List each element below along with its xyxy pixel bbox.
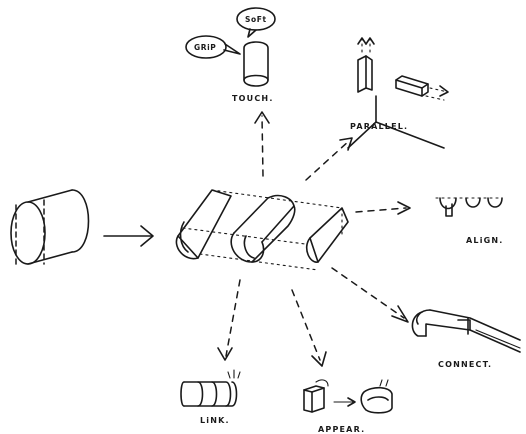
align-illustration [435, 197, 503, 217]
appear-illustration [303, 379, 393, 414]
appear-label: APPEAR. [318, 425, 365, 434]
link-label: LiNK. [200, 416, 230, 425]
connect-illustration [411, 309, 521, 353]
arrow-to-touch [254, 111, 270, 177]
arrow-to-parallel [305, 137, 353, 181]
touch-illustration [185, 7, 276, 87]
arrow-to-appear [291, 289, 327, 367]
transform-arrow [103, 225, 154, 247]
parallel-illustration [347, 37, 449, 149]
central-sliced-blocks [175, 189, 349, 271]
parallel-label: PARALLEL. [350, 122, 408, 131]
arrow-to-connect [331, 267, 409, 323]
arrow-to-link [217, 279, 241, 361]
arrow-to-align [355, 201, 411, 215]
grip-bubble-text: GRiP [194, 43, 216, 52]
connect-label: CONNECT. [438, 360, 492, 369]
align-label: ALiGN. [466, 236, 504, 245]
soft-bubble-text: SoFt [245, 15, 267, 24]
link-illustration [180, 369, 241, 407]
touch-label: TOUCH. [232, 94, 274, 103]
source-cylinder [10, 189, 90, 269]
